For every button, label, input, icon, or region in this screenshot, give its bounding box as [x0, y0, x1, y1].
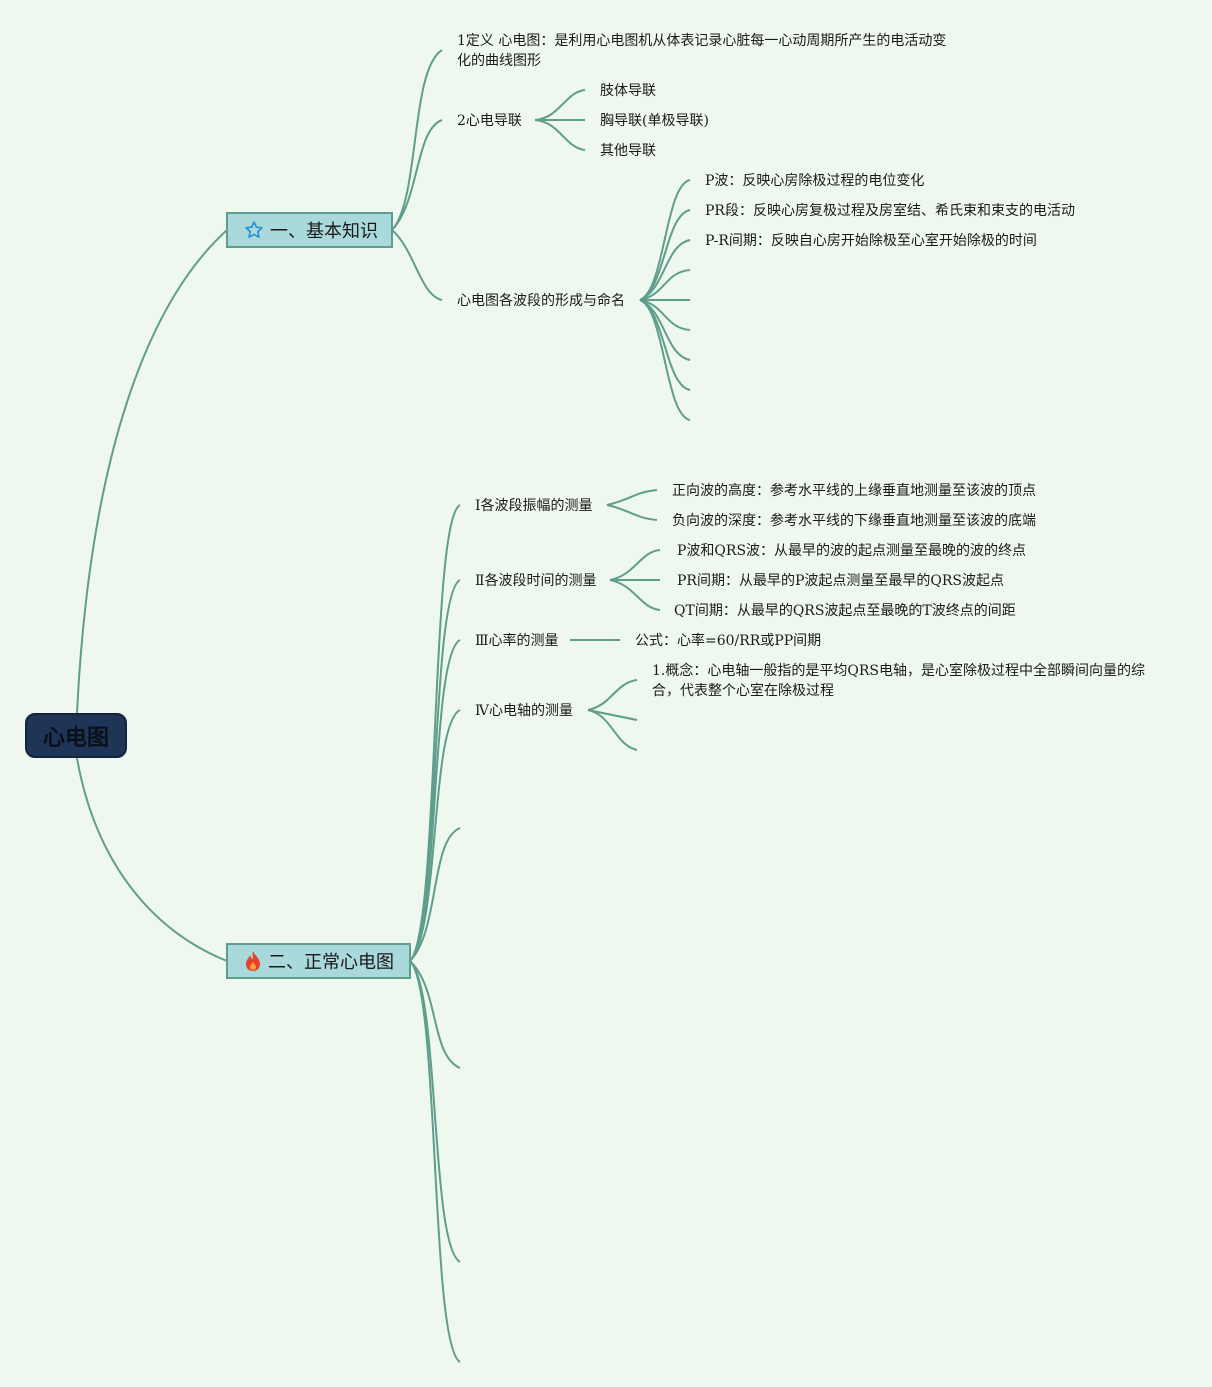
fire-icon — [244, 950, 262, 972]
topic-other-leads[interactable]: 其他导联 — [600, 143, 656, 159]
topic-heart-rate[interactable]: Ⅲ心率的测量 — [475, 633, 559, 649]
branch-normal-ecg[interactable]: 二、正常心电图 — [226, 943, 411, 979]
topic-qt-interval[interactable]: QT间期：从最早的QRS波起点至最晚的T波终点的间距 — [674, 603, 1016, 619]
branch-basic-knowledge[interactable]: 一、基本知识 — [226, 212, 393, 248]
topic-wave-formation[interactable]: 心电图各波段的形成与命名 — [457, 293, 625, 309]
topic-p-qrs-duration[interactable]: P波和QRS波：从最早的波的起点测量至最晚的波的终点 — [677, 543, 1027, 559]
topic-pr-segment[interactable]: PR段：反映心房复极过程及房室结、希氏束和束支的电活动 — [705, 203, 1075, 219]
topic-heart-rate-formula[interactable]: 公式：心率=60/RR或PP间期 — [635, 633, 822, 649]
topic-ecg-leads[interactable]: 2心电导联 — [457, 113, 522, 129]
topic-negative-wave[interactable]: 负向波的深度：参考水平线的下缘垂直地测量至该波的底端 — [672, 513, 1036, 529]
topic-axis-measure[interactable]: Ⅳ心电轴的测量 — [475, 703, 573, 719]
root-topic[interactable]: 心电图 — [25, 713, 127, 758]
topic-pr-interval-measure[interactable]: PR间期：从最早的P波起点测量至最早的QRS波起点 — [677, 573, 1004, 589]
topic-axis-concept[interactable]: 1.概念：心电轴一般指的是平均QRS电轴，是心室除极过程中全部瞬间向量的综合，代… — [652, 663, 1145, 699]
star-icon — [244, 220, 264, 240]
topic-limb-leads[interactable]: 肢体导联 — [600, 83, 656, 99]
topic-pr-interval[interactable]: P-R间期：反映自心房开始除极至心室开始除极的时间 — [705, 233, 1037, 249]
topic-definition[interactable]: 1定义 心电图：是利用心电图机从体表记录心脏每一心动周期所产生的电活动变化的曲线… — [457, 33, 947, 69]
topic-chest-leads[interactable]: 胸导联(单极导联) — [600, 113, 709, 129]
topic-amplitude-measure[interactable]: Ⅰ各波段振幅的测量 — [475, 498, 593, 514]
branch-label: 一、基本知识 — [270, 221, 378, 242]
branch-label: 二、正常心电图 — [268, 952, 394, 973]
topic-positive-wave[interactable]: 正向波的高度：参考水平线的上缘垂直地测量至该波的顶点 — [672, 483, 1036, 499]
root-topic-label: 心电图 — [42, 725, 109, 751]
topic-p-wave[interactable]: P波：反映心房除极过程的电位变化 — [705, 173, 925, 189]
topic-time-measure[interactable]: Ⅱ各波段时间的测量 — [475, 573, 597, 589]
